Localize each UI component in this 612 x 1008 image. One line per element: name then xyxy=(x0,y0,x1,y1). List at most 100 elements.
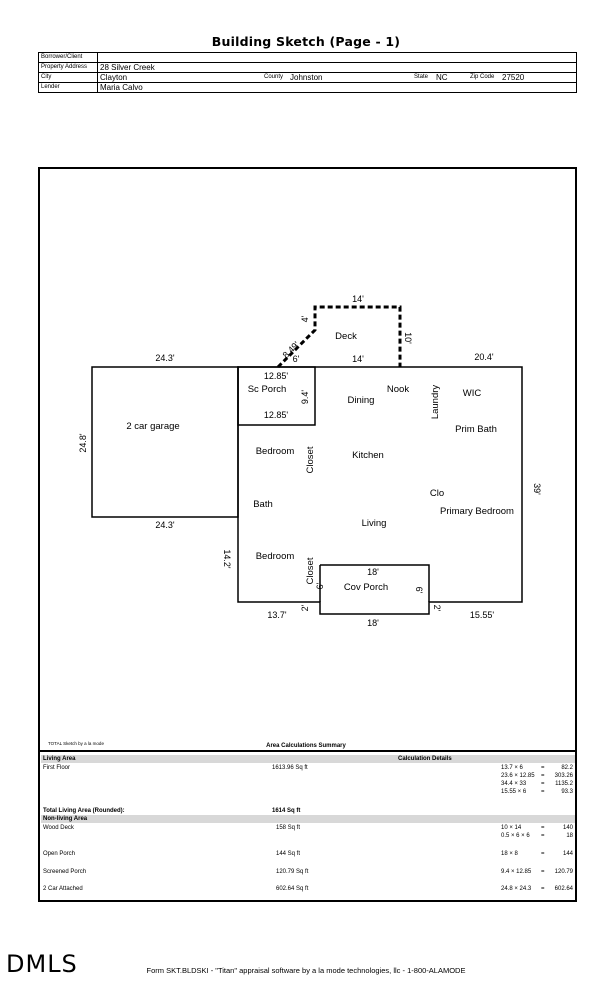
dim-cov-bottom: 18' xyxy=(367,618,379,628)
nonliving-header: Non-living Area xyxy=(43,816,88,822)
county-value: Johnston xyxy=(288,72,412,83)
sketch-frame: 2 car garage Sc Porch Deck Dining Nook L… xyxy=(38,167,577,902)
nonliving-value: 144 Sq ft xyxy=(276,851,301,857)
room-clo: Clo xyxy=(430,488,444,499)
dim-right-top: 20.4' xyxy=(474,352,494,362)
calc-expression: 34.4 × 33 xyxy=(501,781,527,787)
room-bedroom-1: Bedroom xyxy=(256,446,295,457)
room-nook: Nook xyxy=(387,384,409,395)
dmls-logo: DMLS xyxy=(6,950,78,978)
dim-bottom-left-2: 2' xyxy=(300,604,310,611)
calc-result: 82.2 xyxy=(561,765,573,771)
room-cov-porch: Cov Porch xyxy=(344,582,388,593)
dim-cov-top: 18' xyxy=(367,567,379,577)
room-prim-bath: Prim Bath xyxy=(455,424,497,435)
calc-equals: = xyxy=(541,781,545,787)
summary-title: Area Calculations Summary xyxy=(266,743,346,749)
calc-expression: 13.7 × 6 xyxy=(501,765,523,771)
room-laundry: Laundry xyxy=(430,385,441,420)
room-garage: 2 car garage xyxy=(126,421,179,432)
city-value: Clayton xyxy=(97,72,262,83)
calc-result: 1135.2 xyxy=(555,781,573,787)
nonliving-value: 158 Sq ft xyxy=(276,825,301,831)
garage-outline xyxy=(91,366,239,518)
room-kitchen: Kitchen xyxy=(352,450,384,461)
calc-result: 93.3 xyxy=(561,789,573,795)
dim-bottom-right: 15.55' xyxy=(470,610,495,620)
calc-equals: = xyxy=(541,851,545,857)
room-wic: WIC xyxy=(463,388,482,399)
zip-value: 27520 xyxy=(500,72,577,83)
covered-porch-outline xyxy=(320,564,430,602)
calc-expression: 18 × 8 xyxy=(501,851,518,857)
room-primary-bedroom: Primary Bedroom xyxy=(440,506,514,517)
county-label: County xyxy=(262,72,288,83)
dim-deck-bottom: 14' xyxy=(352,354,364,364)
room-deck: Deck xyxy=(335,331,357,342)
dim-porch-side: 9.4' xyxy=(300,390,310,405)
total-living-label: Total Living Area (Rounded): xyxy=(43,808,125,814)
room-dining: Dining xyxy=(348,395,375,406)
calc-details-header: Calculation Details xyxy=(398,756,452,762)
calc-equals: = xyxy=(541,886,545,892)
dim-cov-right: 6' xyxy=(414,587,424,594)
lender-label: Lender xyxy=(38,82,98,93)
dim-deck-left-4: 4' xyxy=(300,315,310,322)
state-value: NC xyxy=(434,72,468,83)
calc-expression: 23.6 × 12.85 xyxy=(501,773,535,779)
city-label: City xyxy=(38,72,98,83)
floor-plan: 2 car garage Sc Porch Deck Dining Nook L… xyxy=(78,294,542,628)
borrower-label: Borrower/Client xyxy=(38,52,98,63)
borrower-value xyxy=(97,52,577,63)
nonliving-label: Screened Porch xyxy=(43,869,87,875)
calc-result: 120.79 xyxy=(554,869,573,875)
calc-equals: = xyxy=(541,765,545,771)
dim-cov-left: 6' xyxy=(315,582,325,589)
first-floor-label: First Floor xyxy=(43,765,70,771)
calc-expression: 0.5 × 6 × 6 xyxy=(501,833,530,839)
dim-left-lower: 14.2' xyxy=(222,549,232,569)
calc-result: 303.26 xyxy=(554,773,573,779)
deck-outline xyxy=(276,305,402,369)
room-closet-2: Closet xyxy=(305,557,316,584)
calc-equals: = xyxy=(541,833,545,839)
address-value: 28 Silver Creek xyxy=(97,62,577,73)
calc-expression: 9.4 × 12.85 xyxy=(501,869,532,875)
calc-result: 602.64 xyxy=(554,886,573,892)
dim-bottom-left: 13.7' xyxy=(267,610,287,620)
nonliving-value: 602.64 Sq ft xyxy=(276,886,309,892)
calc-result: 144 xyxy=(562,851,573,857)
dim-porch-top: 12.85' xyxy=(264,371,289,381)
calc-expression: 15.55 × 6 xyxy=(501,789,527,795)
calc-equals: = xyxy=(541,825,545,831)
room-living: Living xyxy=(362,518,387,529)
room-sc-porch: Sc Porch xyxy=(248,384,287,395)
living-area-header-bar: Living Area Calculation Details xyxy=(41,755,575,763)
nonliving-value: 120.79 Sq ft xyxy=(276,869,309,875)
dim-deck-6: 6' xyxy=(293,354,300,364)
sketch-credit: TOTAL Sketch by a la mode xyxy=(48,741,104,746)
room-closet-1: Closet xyxy=(305,446,316,473)
calc-expression: 24.8 × 24.3 xyxy=(501,886,532,892)
dim-garage-top: 24.3' xyxy=(155,353,175,363)
summary-divider xyxy=(38,750,577,752)
dim-deck-top: 14' xyxy=(352,294,364,304)
room-bedroom-2: Bedroom xyxy=(256,551,295,562)
dim-porch-bottom: 12.85' xyxy=(264,410,289,420)
living-area-header: Living Area xyxy=(43,756,76,762)
dim-garage-left: 24.8' xyxy=(78,433,88,453)
property-info-table: Borrower/Client Property Address 28 Silv… xyxy=(38,52,577,93)
house-outline xyxy=(237,366,523,615)
nonliving-header-bar: Non-living Area xyxy=(41,815,575,823)
lender-value: Maria Calvo xyxy=(97,82,577,93)
state-label: State xyxy=(412,72,434,83)
calc-equals: = xyxy=(541,773,545,779)
dim-right-side: 39' xyxy=(532,483,542,495)
dim-bottom-right-2: 2' xyxy=(432,605,442,612)
nonliving-label: Wood Deck xyxy=(43,825,74,831)
dim-garage-bottom: 24.3' xyxy=(155,520,175,530)
dim-deck-right: 10' xyxy=(403,332,413,344)
nonliving-label: Open Porch xyxy=(43,851,76,857)
page-title: Building Sketch (Page - 1) xyxy=(211,34,401,49)
first-floor-value: 1613.96 Sq ft xyxy=(272,765,308,771)
